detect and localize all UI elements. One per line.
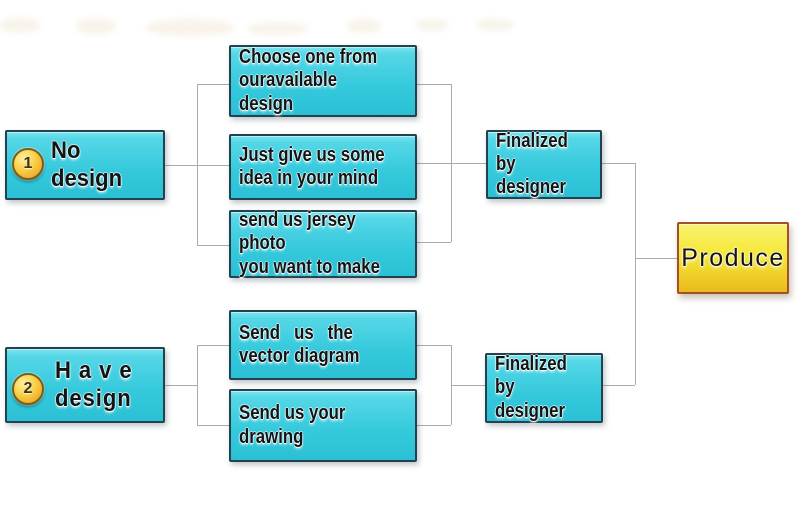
- watermark-smudge: [347, 19, 381, 33]
- node-send-vector-diagram: Send us the vector diagram: [229, 310, 417, 380]
- node-send-jersey-photo-label: send us jersey photo you want to make: [239, 209, 380, 278]
- node-send-vector-diagram-label: Send us the vector diagram: [239, 321, 360, 367]
- node-finalized-by-designer-1-label: Finalized by designer: [496, 129, 568, 199]
- node-have-design-label: H a v e design: [55, 357, 133, 412]
- node-choose-available-design-label: Choose one from ouravailable design: [239, 46, 378, 115]
- node-have-design: 2 H a v e design: [5, 347, 165, 423]
- connectors: [165, 84, 677, 426]
- node-give-idea: Just give us some idea in your mind: [229, 134, 417, 200]
- watermark-smudge: [416, 19, 448, 31]
- node-produce-label: Produce: [681, 243, 785, 272]
- node-choose-available-design: Choose one from ouravailable design: [229, 45, 417, 117]
- node-send-drawing: Send us your drawing: [229, 389, 417, 462]
- watermark-smudge: [146, 19, 234, 36]
- node-no-design: 1 No design: [5, 130, 165, 200]
- node-finalized-by-designer-2-label: Finalized by designer: [495, 353, 567, 422]
- node-produce: Produce: [677, 222, 789, 294]
- watermark-smudge: [0, 18, 40, 33]
- node-send-jersey-photo: send us jersey photo you want to make: [229, 209, 417, 278]
- node-finalized-by-designer-2: Finalized by designer: [485, 353, 603, 423]
- watermark-smudge: [76, 18, 116, 34]
- watermark-smudge: [476, 19, 514, 31]
- node-finalized-by-designer-1: Finalized by designer: [486, 130, 602, 199]
- step-2-badge: 2: [12, 373, 44, 405]
- node-send-drawing-label: Send us your drawing: [239, 402, 346, 448]
- watermark-smudge: [248, 22, 308, 35]
- node-give-idea-label: Just give us some idea in your mind: [239, 143, 385, 189]
- node-no-design-label: No design: [51, 137, 123, 192]
- step-1-badge: 1: [12, 148, 44, 180]
